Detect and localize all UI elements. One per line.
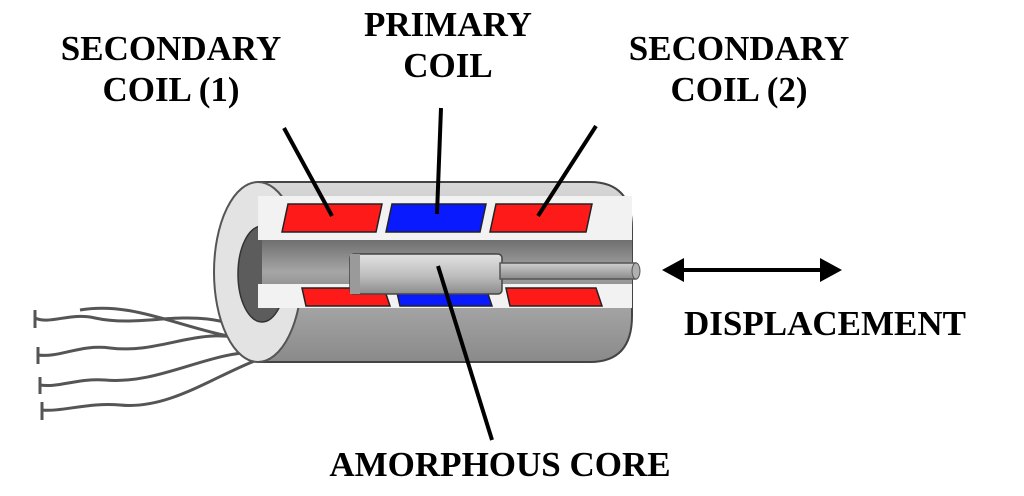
secondary-coil-2-label: SECONDARY COIL (2): [608, 28, 870, 110]
primary-coil-upper: [385, 203, 487, 233]
secondary-coil-2-label-line2: COIL (2): [670, 70, 808, 109]
leader-lines: [282, 107, 598, 441]
primary-coil-label: PRIMARY COIL: [342, 4, 554, 86]
secondary-coil-1-label-line2: COIL (1): [102, 70, 240, 109]
secondary-coil-2-lower: [505, 287, 604, 307]
displacement-arrow: [662, 258, 842, 282]
secondary-coil-1-upper: [281, 203, 383, 233]
amorphous-core: [349, 253, 503, 295]
leader-secondary-2: [536, 124, 598, 218]
primary-coil-label-line1: PRIMARY: [364, 5, 532, 44]
secondary-coil-2-label-line1: SECONDARY: [628, 29, 850, 68]
primary-coil-label-line2: COIL: [403, 46, 493, 85]
amorphous-core-label: AMORPHOUS CORE: [329, 445, 671, 484]
secondary-coil-1-label: SECONDARY COIL (1): [40, 28, 302, 110]
secondary-coil-1-label-line1: SECONDARY: [60, 29, 282, 68]
leader-primary: [435, 107, 443, 215]
secondary-coil-2-upper: [489, 203, 593, 233]
upper-windings: [281, 203, 593, 233]
leader-core: [436, 265, 494, 441]
leader-secondary-1: [282, 127, 334, 217]
push-rod: [499, 262, 641, 280]
displacement-label: DISPLACEMENT: [684, 304, 966, 343]
